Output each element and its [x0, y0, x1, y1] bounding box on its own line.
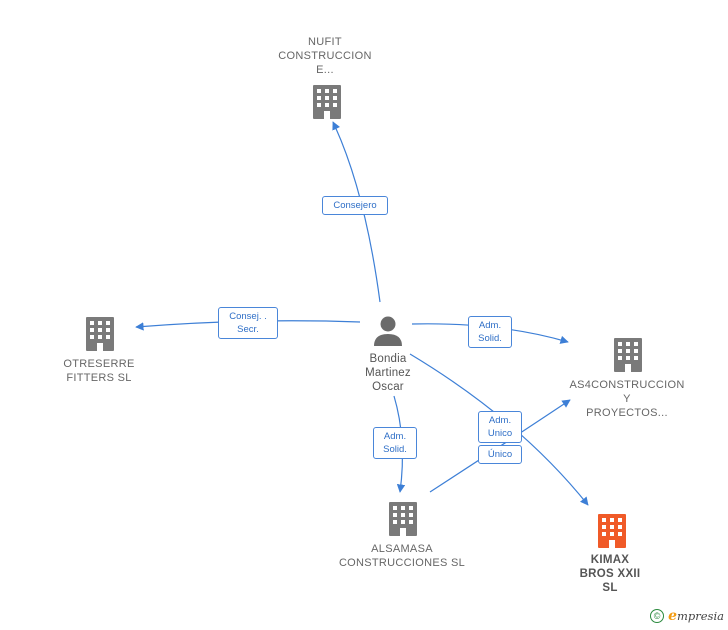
edge-label-adm-solid-as4: Adm. Solid.: [468, 316, 512, 348]
node-label-nufit[interactable]: NUFIT CONSTRUCCION E...: [278, 36, 372, 76]
person-icon[interactable]: [374, 316, 402, 347]
node-label-alsamasa[interactable]: ALSAMASA CONSTRUCCIONES SL: [338, 543, 466, 569]
node-label-kimax[interactable]: KIMAX BROS XXII SL: [579, 554, 641, 594]
building-icon-kimax[interactable]: [598, 514, 626, 548]
brand-logo[interactable]: empresia: [668, 608, 724, 624]
building-icon-as4[interactable]: [614, 338, 642, 372]
building-icon-otreserre[interactable]: [86, 317, 114, 351]
copyright-icon: ©: [650, 609, 665, 623]
building-icon-nufit[interactable]: [313, 85, 341, 119]
node-label-otreserre[interactable]: OTRESERRE FITTERS SL: [63, 358, 135, 384]
edge-label-adm-solid-alsamasa: Adm. Solid.: [373, 427, 417, 459]
footer-brand[interactable]: © empresia: [650, 608, 724, 624]
edge-label-adm-unico: Adm. Unico: [478, 411, 522, 443]
edge-label-consejero: Consejero: [322, 196, 388, 215]
building-icon-alsamasa[interactable]: [389, 502, 417, 536]
person-label[interactable]: Bondia Martinez Oscar: [365, 353, 411, 393]
node-label-as4[interactable]: AS4CONSTRUCCION Y PROYECTOS...: [569, 379, 685, 419]
edge-label-unico: Único: [478, 445, 522, 464]
edge-label-consej-secr: Consej. . Secr.: [218, 307, 278, 339]
edge-alsamasa-as4[interactable]: [429, 399, 571, 493]
